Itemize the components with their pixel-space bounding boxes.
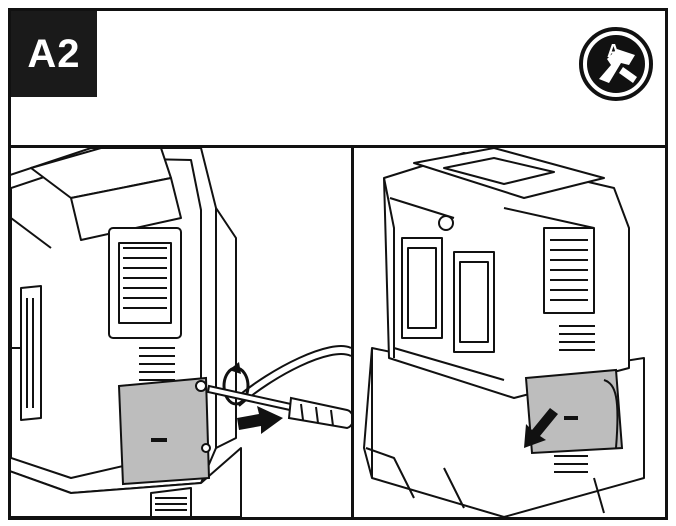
remove-cover-panel [354,148,665,517]
badge-letter: A [607,41,620,61]
cover-plate [117,376,211,486]
pull-arrow-icon [524,408,558,448]
step-label: A2 [11,11,97,97]
remove-screw-panel [11,148,354,517]
rotate-arrow-icon [222,362,250,406]
step-header: A2 A [11,11,665,148]
push-arrow-icon [237,406,283,434]
screwdriver-icon [206,384,351,430]
screwdriver-badge-icon: A [577,25,655,103]
instruction-frame: A2 A [8,8,668,520]
